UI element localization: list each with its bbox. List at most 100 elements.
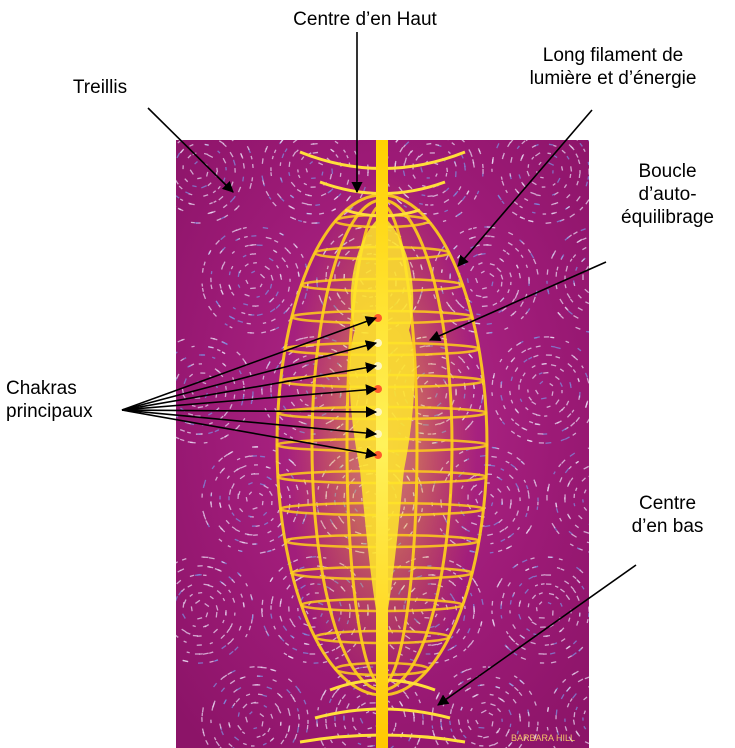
lattice-dash (480, 456, 486, 457)
lattice-dash (528, 712, 529, 716)
lattice-dash (147, 395, 148, 399)
lattice-dash (624, 743, 626, 746)
lattice-dash (483, 297, 488, 298)
lattice-dash (625, 723, 626, 728)
lattice-dash (611, 257, 615, 259)
lattice-dash (607, 695, 611, 696)
lattice-dash (516, 134, 519, 137)
lattice-dash (250, 288, 256, 289)
lattice-dash (634, 539, 636, 541)
lattice-dash (168, 625, 171, 629)
lattice-dash (468, 720, 469, 724)
lattice-dash (172, 353, 176, 356)
lattice-dash (347, 128, 351, 131)
lattice-dash (590, 583, 593, 587)
lattice-dash (610, 457, 615, 458)
lattice-dash (162, 144, 164, 148)
lattice-dash (556, 710, 557, 716)
lattice-dash (170, 368, 172, 372)
lattice-dash (192, 405, 195, 406)
lattice-dash (595, 491, 598, 494)
lattice-dash (234, 395, 235, 399)
lattice-dash (609, 668, 614, 669)
lattice-dash (315, 205, 320, 206)
lattice-dash (481, 702, 485, 703)
lattice-dash (617, 308, 621, 311)
lattice-dash (616, 319, 620, 321)
lattice-dash (648, 739, 650, 743)
lattice-dash (574, 712, 575, 717)
lattice-dash (299, 714, 300, 719)
lattice-dash (501, 177, 502, 180)
lattice-dash (587, 542, 591, 543)
label-centre-bas-line-2: d’en bas (600, 515, 735, 538)
lattice-dash (528, 490, 529, 494)
lattice-dash (284, 124, 288, 127)
lattice-dash (590, 362, 592, 365)
lattice-dash (330, 129, 334, 131)
lattice-dash (529, 494, 530, 498)
lattice-dash (173, 170, 174, 175)
lattice-dash (543, 373, 548, 374)
lattice-dash (257, 296, 260, 297)
lattice-dash (438, 127, 443, 128)
lattice-dash (625, 233, 629, 235)
lattice-dash (631, 677, 635, 680)
lattice-dash (611, 730, 614, 734)
lattice-dash (450, 721, 451, 725)
lattice-dash (422, 185, 425, 186)
lattice-dash (148, 181, 149, 185)
lattice-dash (307, 710, 308, 714)
lattice-dash (174, 611, 175, 615)
lattice-dash (617, 319, 620, 321)
lattice-dash (229, 271, 230, 275)
lattice-dash (298, 727, 299, 733)
lattice-dash (172, 123, 175, 125)
lattice-dash (609, 743, 613, 745)
lattice-dash (322, 172, 323, 176)
lattice-dash (289, 172, 290, 176)
lattice-dash (176, 120, 181, 123)
lattice-dash (156, 199, 158, 202)
label-filament-line-2: lumière et d’énergie (488, 67, 735, 90)
lattice-dash (280, 601, 281, 607)
lattice-dash (464, 163, 465, 167)
lattice-dash (612, 708, 614, 710)
lattice-dash (532, 212, 535, 213)
lattice-dash (234, 129, 238, 132)
label-chakras-line-2: principaux (6, 400, 136, 423)
lattice-dash (456, 135, 459, 137)
lattice-dash (547, 269, 548, 274)
lattice-dash (305, 194, 309, 195)
lattice-dash (619, 328, 623, 330)
lattice-dash (288, 132, 292, 135)
lattice-dash (413, 712, 414, 716)
lattice-dash (598, 297, 602, 298)
lattice-dash (184, 138, 187, 139)
lattice-dash (169, 214, 174, 217)
lattice-dash (345, 126, 349, 129)
lattice-dash (464, 615, 465, 621)
lattice-dash (188, 203, 191, 204)
lattice-dash (156, 358, 158, 361)
lattice-dash (591, 631, 593, 636)
lattice-dash (217, 168, 218, 172)
label-boucle: Boucle d’auto- équilibrage (600, 160, 735, 229)
lattice-dash (628, 479, 631, 483)
label-boucle-line-3: équilibrage (600, 206, 735, 229)
lattice-dash (594, 272, 597, 275)
lattice-dash (481, 399, 482, 403)
lattice-dash (165, 567, 169, 571)
lattice-dash (591, 264, 594, 266)
lattice-dash (534, 127, 537, 128)
lattice-dash (244, 236, 248, 237)
lattice-dash (165, 173, 166, 177)
lattice-dash (559, 128, 564, 130)
lattice-dash (510, 173, 511, 176)
lattice-dash (166, 600, 167, 604)
lattice-dash (160, 190, 162, 194)
lattice-dash (263, 323, 266, 324)
label-boucle-line-2: d’auto- (600, 183, 735, 206)
lattice-dash (587, 619, 588, 623)
lattice-dash (617, 689, 621, 691)
